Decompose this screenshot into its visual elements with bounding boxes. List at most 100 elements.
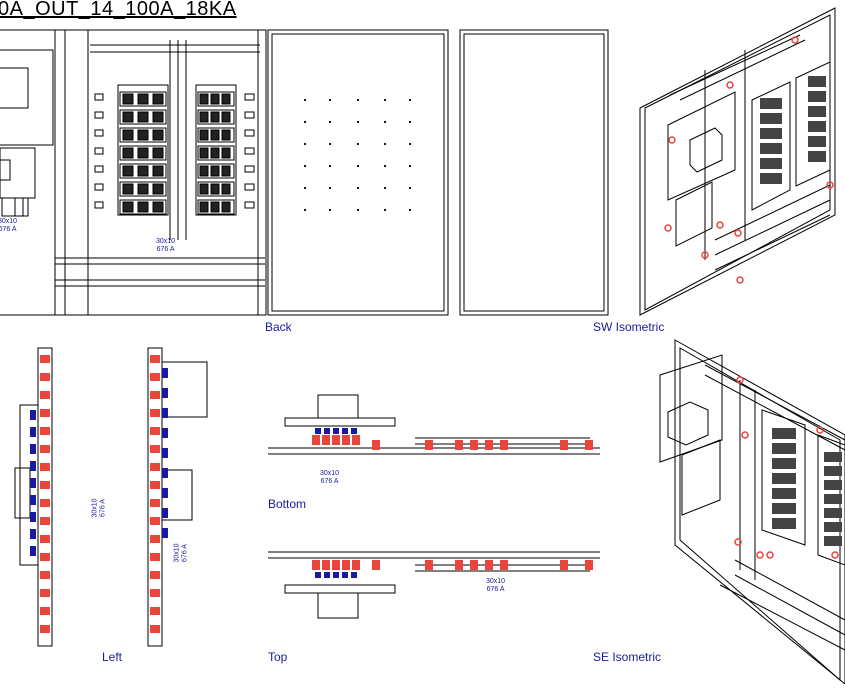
breaker-pole bbox=[199, 183, 209, 195]
view-label-se-isometric: SE Isometric bbox=[593, 650, 662, 664]
view-label-left: Left bbox=[102, 650, 123, 664]
bottom-view bbox=[268, 394, 600, 455]
iso-breaker-module bbox=[772, 443, 796, 454]
red-terminal bbox=[150, 517, 160, 525]
breaker-terminal bbox=[244, 147, 255, 155]
breaker-pole bbox=[199, 129, 209, 141]
breaker-pole bbox=[122, 147, 134, 159]
blue-lug bbox=[162, 528, 168, 538]
red-terminal bbox=[40, 409, 50, 417]
red-terminal bbox=[322, 560, 330, 570]
red-fixing-marker bbox=[736, 376, 744, 384]
red-terminal bbox=[40, 499, 50, 507]
iso-breaker-module bbox=[824, 494, 842, 504]
red-terminal bbox=[40, 607, 50, 615]
blue-lug bbox=[162, 388, 168, 398]
mounting-hole bbox=[356, 142, 360, 146]
mounting-hole bbox=[303, 164, 307, 168]
red-terminal bbox=[150, 481, 160, 489]
red-terminal bbox=[40, 589, 50, 597]
breaker-pole bbox=[221, 129, 231, 141]
breaker-pole bbox=[152, 129, 164, 141]
blue-lug bbox=[30, 495, 36, 505]
red-terminal bbox=[372, 560, 380, 570]
breaker-terminal bbox=[244, 165, 255, 173]
blue-lug bbox=[162, 468, 168, 478]
red-terminal bbox=[150, 355, 160, 363]
busbar-note-line2: 676 A bbox=[0, 226, 17, 233]
iso-breaker-module bbox=[808, 136, 826, 147]
sw-isometric-view bbox=[639, 7, 836, 316]
red-terminal bbox=[560, 440, 568, 450]
busbar-note-line1: 30x10 bbox=[486, 578, 506, 585]
bottom-view-marks bbox=[312, 428, 593, 450]
red-terminal bbox=[485, 560, 493, 570]
busbar-note-line2: 676 A bbox=[320, 478, 339, 485]
breaker-pole bbox=[152, 201, 164, 213]
iso-breaker-module bbox=[808, 106, 826, 117]
breaker-terminal bbox=[244, 111, 255, 119]
breaker-terminal bbox=[94, 165, 104, 173]
red-terminal bbox=[40, 517, 50, 525]
breaker-pole bbox=[137, 129, 149, 141]
iso-breaker-module bbox=[772, 473, 796, 484]
red-terminal bbox=[150, 391, 160, 399]
iso-breaker-module bbox=[808, 121, 826, 132]
busbar-note-line1: 30x10 bbox=[156, 238, 176, 245]
red-terminal bbox=[455, 440, 463, 450]
breaker-terminal bbox=[94, 111, 104, 119]
breaker-pole bbox=[210, 147, 220, 159]
iso-breaker-module bbox=[772, 428, 796, 439]
breaker-pole bbox=[152, 93, 164, 105]
breaker-pole bbox=[210, 93, 220, 105]
mounting-hole bbox=[328, 98, 332, 102]
breaker-pole bbox=[210, 165, 220, 177]
blue-lug bbox=[162, 408, 168, 418]
mounting-hole bbox=[328, 186, 332, 190]
red-terminal bbox=[40, 481, 50, 489]
red-terminal bbox=[150, 571, 160, 579]
red-terminal bbox=[312, 435, 320, 445]
sw-iso-red-markers bbox=[664, 36, 834, 284]
red-terminal bbox=[470, 560, 478, 570]
busbar-note-left-view-1: 30x10 676 A bbox=[92, 498, 108, 517]
red-terminal bbox=[40, 553, 50, 561]
red-terminal bbox=[352, 435, 360, 445]
breaker-terminal bbox=[94, 183, 104, 191]
top-view-marks bbox=[312, 560, 593, 578]
iso-breaker-module bbox=[824, 452, 842, 462]
iso-breaker-module bbox=[824, 522, 842, 532]
red-terminal bbox=[150, 625, 160, 633]
busbar-note-left-view-2: 30x10 676 A bbox=[174, 543, 190, 562]
mounting-hole bbox=[383, 120, 387, 124]
breaker-pole bbox=[137, 201, 149, 213]
breaker-pole bbox=[199, 93, 209, 105]
blue-lug bbox=[351, 572, 357, 578]
red-terminal bbox=[425, 440, 433, 450]
breaker-pole bbox=[199, 111, 209, 123]
red-fixing-marker bbox=[726, 81, 734, 89]
red-terminal bbox=[485, 440, 493, 450]
red-terminal bbox=[425, 560, 433, 570]
red-fixing-marker bbox=[791, 36, 799, 44]
view-label-back: Back bbox=[265, 320, 292, 334]
busbar-note-line1: 30x10 bbox=[173, 543, 181, 563]
sw-iso-modules bbox=[760, 76, 826, 184]
iso-breaker-module bbox=[824, 466, 842, 476]
busbar-note-line2: 676 A bbox=[486, 586, 505, 593]
mounting-hole bbox=[408, 186, 412, 190]
blue-lug bbox=[324, 428, 330, 434]
busbar-note-front-left: 30x10 676 A bbox=[0, 218, 17, 234]
red-terminal bbox=[500, 440, 508, 450]
red-terminal bbox=[40, 355, 50, 363]
blue-lug bbox=[30, 529, 36, 539]
left-view-marks bbox=[30, 355, 168, 633]
iso-breaker-module bbox=[772, 488, 796, 499]
blue-lug bbox=[30, 512, 36, 522]
breaker-pole bbox=[137, 111, 149, 123]
view-label-bottom: Bottom bbox=[268, 497, 307, 511]
mounting-hole bbox=[383, 98, 387, 102]
red-terminal bbox=[150, 445, 160, 453]
red-terminal bbox=[332, 560, 340, 570]
